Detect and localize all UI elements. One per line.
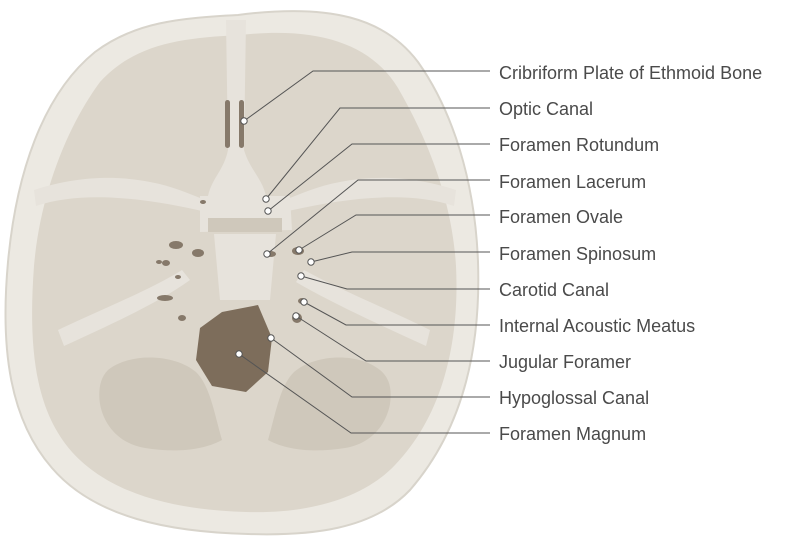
leader-dot-lacerum xyxy=(263,250,271,258)
foramen-spinosum-left xyxy=(162,260,170,266)
leader-dot-cribriform xyxy=(240,117,248,125)
leader-dot-ovale xyxy=(295,246,303,254)
leader-dot-optic xyxy=(262,195,270,203)
leader-dot-rotundum xyxy=(264,207,272,215)
leader-dot-spinosum xyxy=(307,258,315,266)
label-carotid: Carotid Canal xyxy=(499,280,610,300)
label-hypoglossal: Hypoglossal Canal xyxy=(499,388,650,408)
leader-line-cribriform xyxy=(243,70,490,122)
lesser-wing-right xyxy=(284,177,456,212)
label-spinosum: Foramen Spinosum xyxy=(499,244,657,264)
leader-lines xyxy=(235,70,490,434)
leader-line-jugular xyxy=(295,315,490,362)
foramen-rotundum-left xyxy=(200,200,206,204)
label-cribriform: Cribriform Plate of Ethmoid Bone xyxy=(499,63,763,83)
leader-line-ovale xyxy=(298,214,490,251)
leader-dot-carotid xyxy=(297,272,305,280)
acoustic-meatus-left xyxy=(175,275,181,279)
foramen-ovale-left xyxy=(192,249,204,257)
cribriform-slit-left xyxy=(225,100,230,148)
foramen-lacerum-left xyxy=(169,241,183,249)
cribriform-slit-right xyxy=(239,100,244,148)
leader-dot-acoustic xyxy=(300,298,308,306)
carotid-canal-left xyxy=(156,260,162,264)
leader-line-optic xyxy=(265,107,490,200)
leader-dot-magnum xyxy=(235,350,243,358)
label-magnum: Foramen Magnum xyxy=(499,424,647,444)
posterior-fossa-right xyxy=(268,357,391,451)
leader-line-lacerum xyxy=(266,179,490,255)
leader-line-magnum xyxy=(238,353,490,434)
leader-dot-hypoglossal xyxy=(267,334,275,342)
dorsum-sellae xyxy=(208,218,282,232)
petrous-ridge-left xyxy=(58,270,190,346)
jugular-foramen-left xyxy=(157,295,173,301)
label-rotundum: Foramen Rotundum xyxy=(499,135,660,155)
leader-line-acoustic xyxy=(303,301,490,326)
posterior-fossa-left xyxy=(99,357,222,451)
hypoglossal-canal-left xyxy=(178,315,186,321)
foramen-magnum xyxy=(196,305,272,392)
label-optic: Optic Canal xyxy=(499,99,594,119)
label-lacerum: Foramen Lacerum xyxy=(499,172,647,192)
label-jugular: Jugular Foramer xyxy=(499,352,632,372)
lesser-wing-left xyxy=(34,177,206,212)
crista-galli xyxy=(208,20,266,196)
label-acoustic: Internal Acoustic Meatus xyxy=(499,316,696,336)
petrous-ridge-right xyxy=(296,270,430,346)
leader-line-hypoglossal xyxy=(270,337,490,398)
leader-line-spinosum xyxy=(310,251,490,263)
leader-line-rotundum xyxy=(267,143,490,212)
leader-dot-jugular xyxy=(292,312,300,320)
clivus xyxy=(214,234,276,300)
label-ovale: Foramen Ovale xyxy=(499,207,624,227)
leader-line-carotid xyxy=(300,275,490,290)
